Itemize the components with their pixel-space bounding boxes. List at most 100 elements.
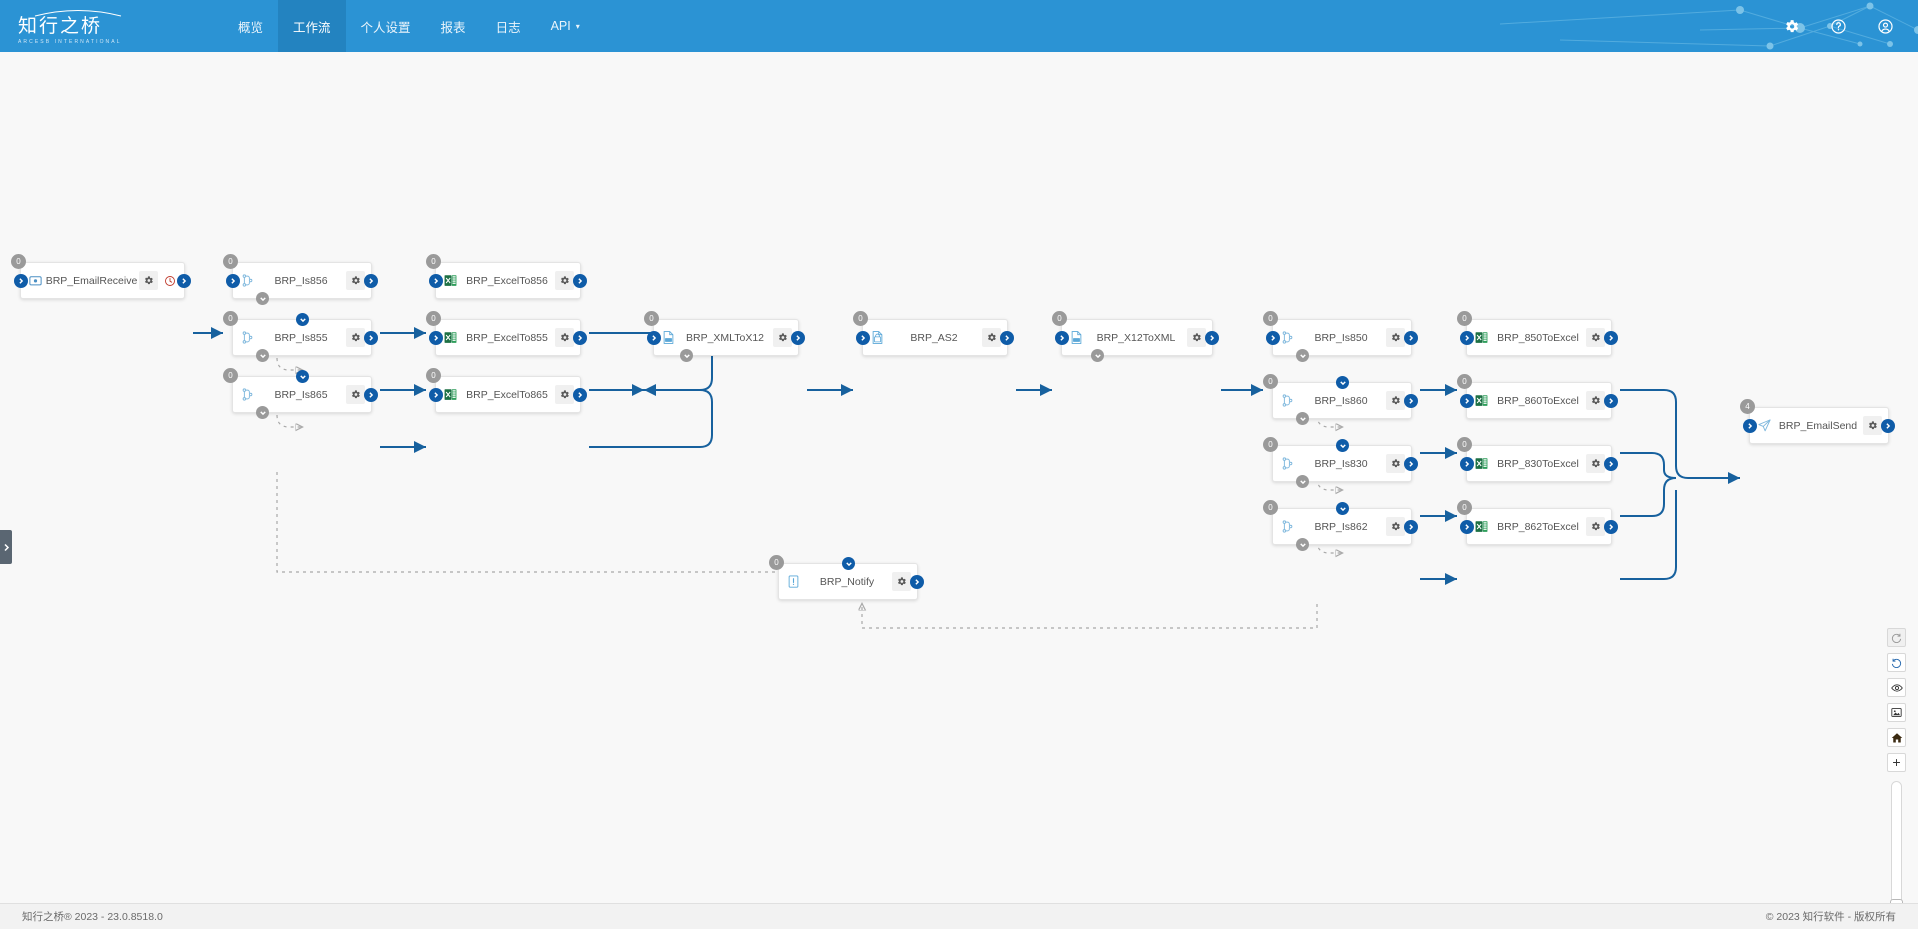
node-settings-button[interactable] xyxy=(1386,391,1405,410)
node-settings-button[interactable] xyxy=(555,271,574,290)
node-settings-button[interactable] xyxy=(1386,328,1405,347)
node-input-port[interactable] xyxy=(1055,331,1069,345)
help-icon[interactable] xyxy=(1830,18,1847,35)
node-output-port[interactable] xyxy=(1404,394,1418,408)
node-expand-up-icon[interactable] xyxy=(1336,502,1349,515)
gear-icon[interactable] xyxy=(1783,18,1800,35)
node-output-port[interactable] xyxy=(1404,331,1418,345)
node-expand-up-icon[interactable] xyxy=(1336,439,1349,452)
zoom-slider[interactable] xyxy=(1890,781,1903,903)
node-settings-button[interactable] xyxy=(1863,416,1882,435)
node-settings-button[interactable] xyxy=(1386,517,1405,536)
node-output-port[interactable] xyxy=(1404,520,1418,534)
node-output-port[interactable] xyxy=(1881,419,1895,433)
node-collapse-down-icon[interactable] xyxy=(1296,349,1309,362)
node-input-port[interactable] xyxy=(1266,331,1280,345)
node-input-port[interactable] xyxy=(429,388,443,402)
fit-screen-button[interactable] xyxy=(1887,703,1906,722)
node-settings-button[interactable] xyxy=(982,328,1001,347)
account-icon[interactable] xyxy=(1877,18,1894,35)
node-settings-button[interactable] xyxy=(346,271,365,290)
nav-item-logs[interactable]: 日志 xyxy=(481,0,536,52)
node-input-port[interactable] xyxy=(647,331,661,345)
node-output-port[interactable] xyxy=(177,274,191,288)
node-settings-button[interactable] xyxy=(1586,328,1605,347)
nav-item-overview[interactable]: 概览 xyxy=(223,0,278,52)
node-output-port[interactable] xyxy=(364,331,378,345)
node-output-port[interactable] xyxy=(1205,331,1219,345)
node-collapse-down-icon[interactable] xyxy=(1296,538,1309,551)
node-collapse-down-icon[interactable] xyxy=(256,292,269,305)
node-input-port[interactable] xyxy=(429,331,443,345)
node-output-port[interactable] xyxy=(364,274,378,288)
node-settings-button[interactable] xyxy=(1586,391,1605,410)
node-settings-button[interactable] xyxy=(555,328,574,347)
node-collapse-down-icon[interactable] xyxy=(1296,412,1309,425)
node-settings-button[interactable] xyxy=(346,328,365,347)
node-settings-button[interactable] xyxy=(1386,454,1405,473)
node-collapse-down-icon[interactable] xyxy=(1091,349,1104,362)
app-logo[interactable]: 知行之桥 ARCESB INTERNATIONAL xyxy=(18,8,146,45)
node-expand-up-icon[interactable] xyxy=(296,370,309,383)
preview-button[interactable] xyxy=(1887,678,1906,697)
nav-item-workflow[interactable]: 工作流 xyxy=(278,0,346,52)
node-input-port[interactable] xyxy=(1460,331,1474,345)
node-input-port[interactable] xyxy=(429,274,443,288)
node-output-port[interactable] xyxy=(1604,394,1618,408)
node-input-port[interactable] xyxy=(1460,457,1474,471)
zoom-slider-thumb[interactable] xyxy=(1890,899,1903,903)
node-settings-button[interactable] xyxy=(773,328,792,347)
node-output-port[interactable] xyxy=(1404,457,1418,471)
node-output-port[interactable] xyxy=(1604,457,1618,471)
node-input-port[interactable] xyxy=(856,331,870,345)
home-button[interactable] xyxy=(1887,728,1906,747)
node-settings-button[interactable] xyxy=(892,572,911,591)
node-input-port[interactable] xyxy=(14,274,28,288)
zoom-in-button[interactable] xyxy=(1887,753,1906,772)
node-output-port[interactable] xyxy=(1000,331,1014,345)
node-output-port[interactable] xyxy=(573,331,587,345)
node-output-port[interactable] xyxy=(1604,331,1618,345)
redo-button[interactable] xyxy=(1887,628,1906,647)
node-collapse-down-icon[interactable] xyxy=(1296,475,1309,488)
node-settings-button[interactable] xyxy=(1187,328,1206,347)
node-settings-button[interactable] xyxy=(346,385,365,404)
node-collapse-down-icon[interactable] xyxy=(256,349,269,362)
node-settings-button[interactable] xyxy=(1586,454,1605,473)
node-input-port[interactable] xyxy=(1460,394,1474,408)
node-input-port[interactable] xyxy=(1460,520,1474,534)
node-input-port[interactable] xyxy=(226,274,240,288)
node-schedule-icon[interactable] xyxy=(161,272,178,289)
sidebar-toggle[interactable] xyxy=(0,530,12,564)
node-expand-up-icon[interactable] xyxy=(1336,376,1349,389)
node-collapse-down-icon[interactable] xyxy=(680,349,693,362)
node-expand-up-icon[interactable] xyxy=(296,313,309,326)
node-settings-button[interactable] xyxy=(139,271,158,290)
node-output-port[interactable] xyxy=(573,388,587,402)
nav-item-profile[interactable]: 个人设置 xyxy=(346,0,426,52)
node-output-port[interactable] xyxy=(364,388,378,402)
undo-button[interactable] xyxy=(1887,653,1906,672)
nav-item-reports[interactable]: 报表 xyxy=(426,0,481,52)
node-input-port[interactable] xyxy=(1743,419,1757,433)
node-output-port[interactable] xyxy=(1604,520,1618,534)
